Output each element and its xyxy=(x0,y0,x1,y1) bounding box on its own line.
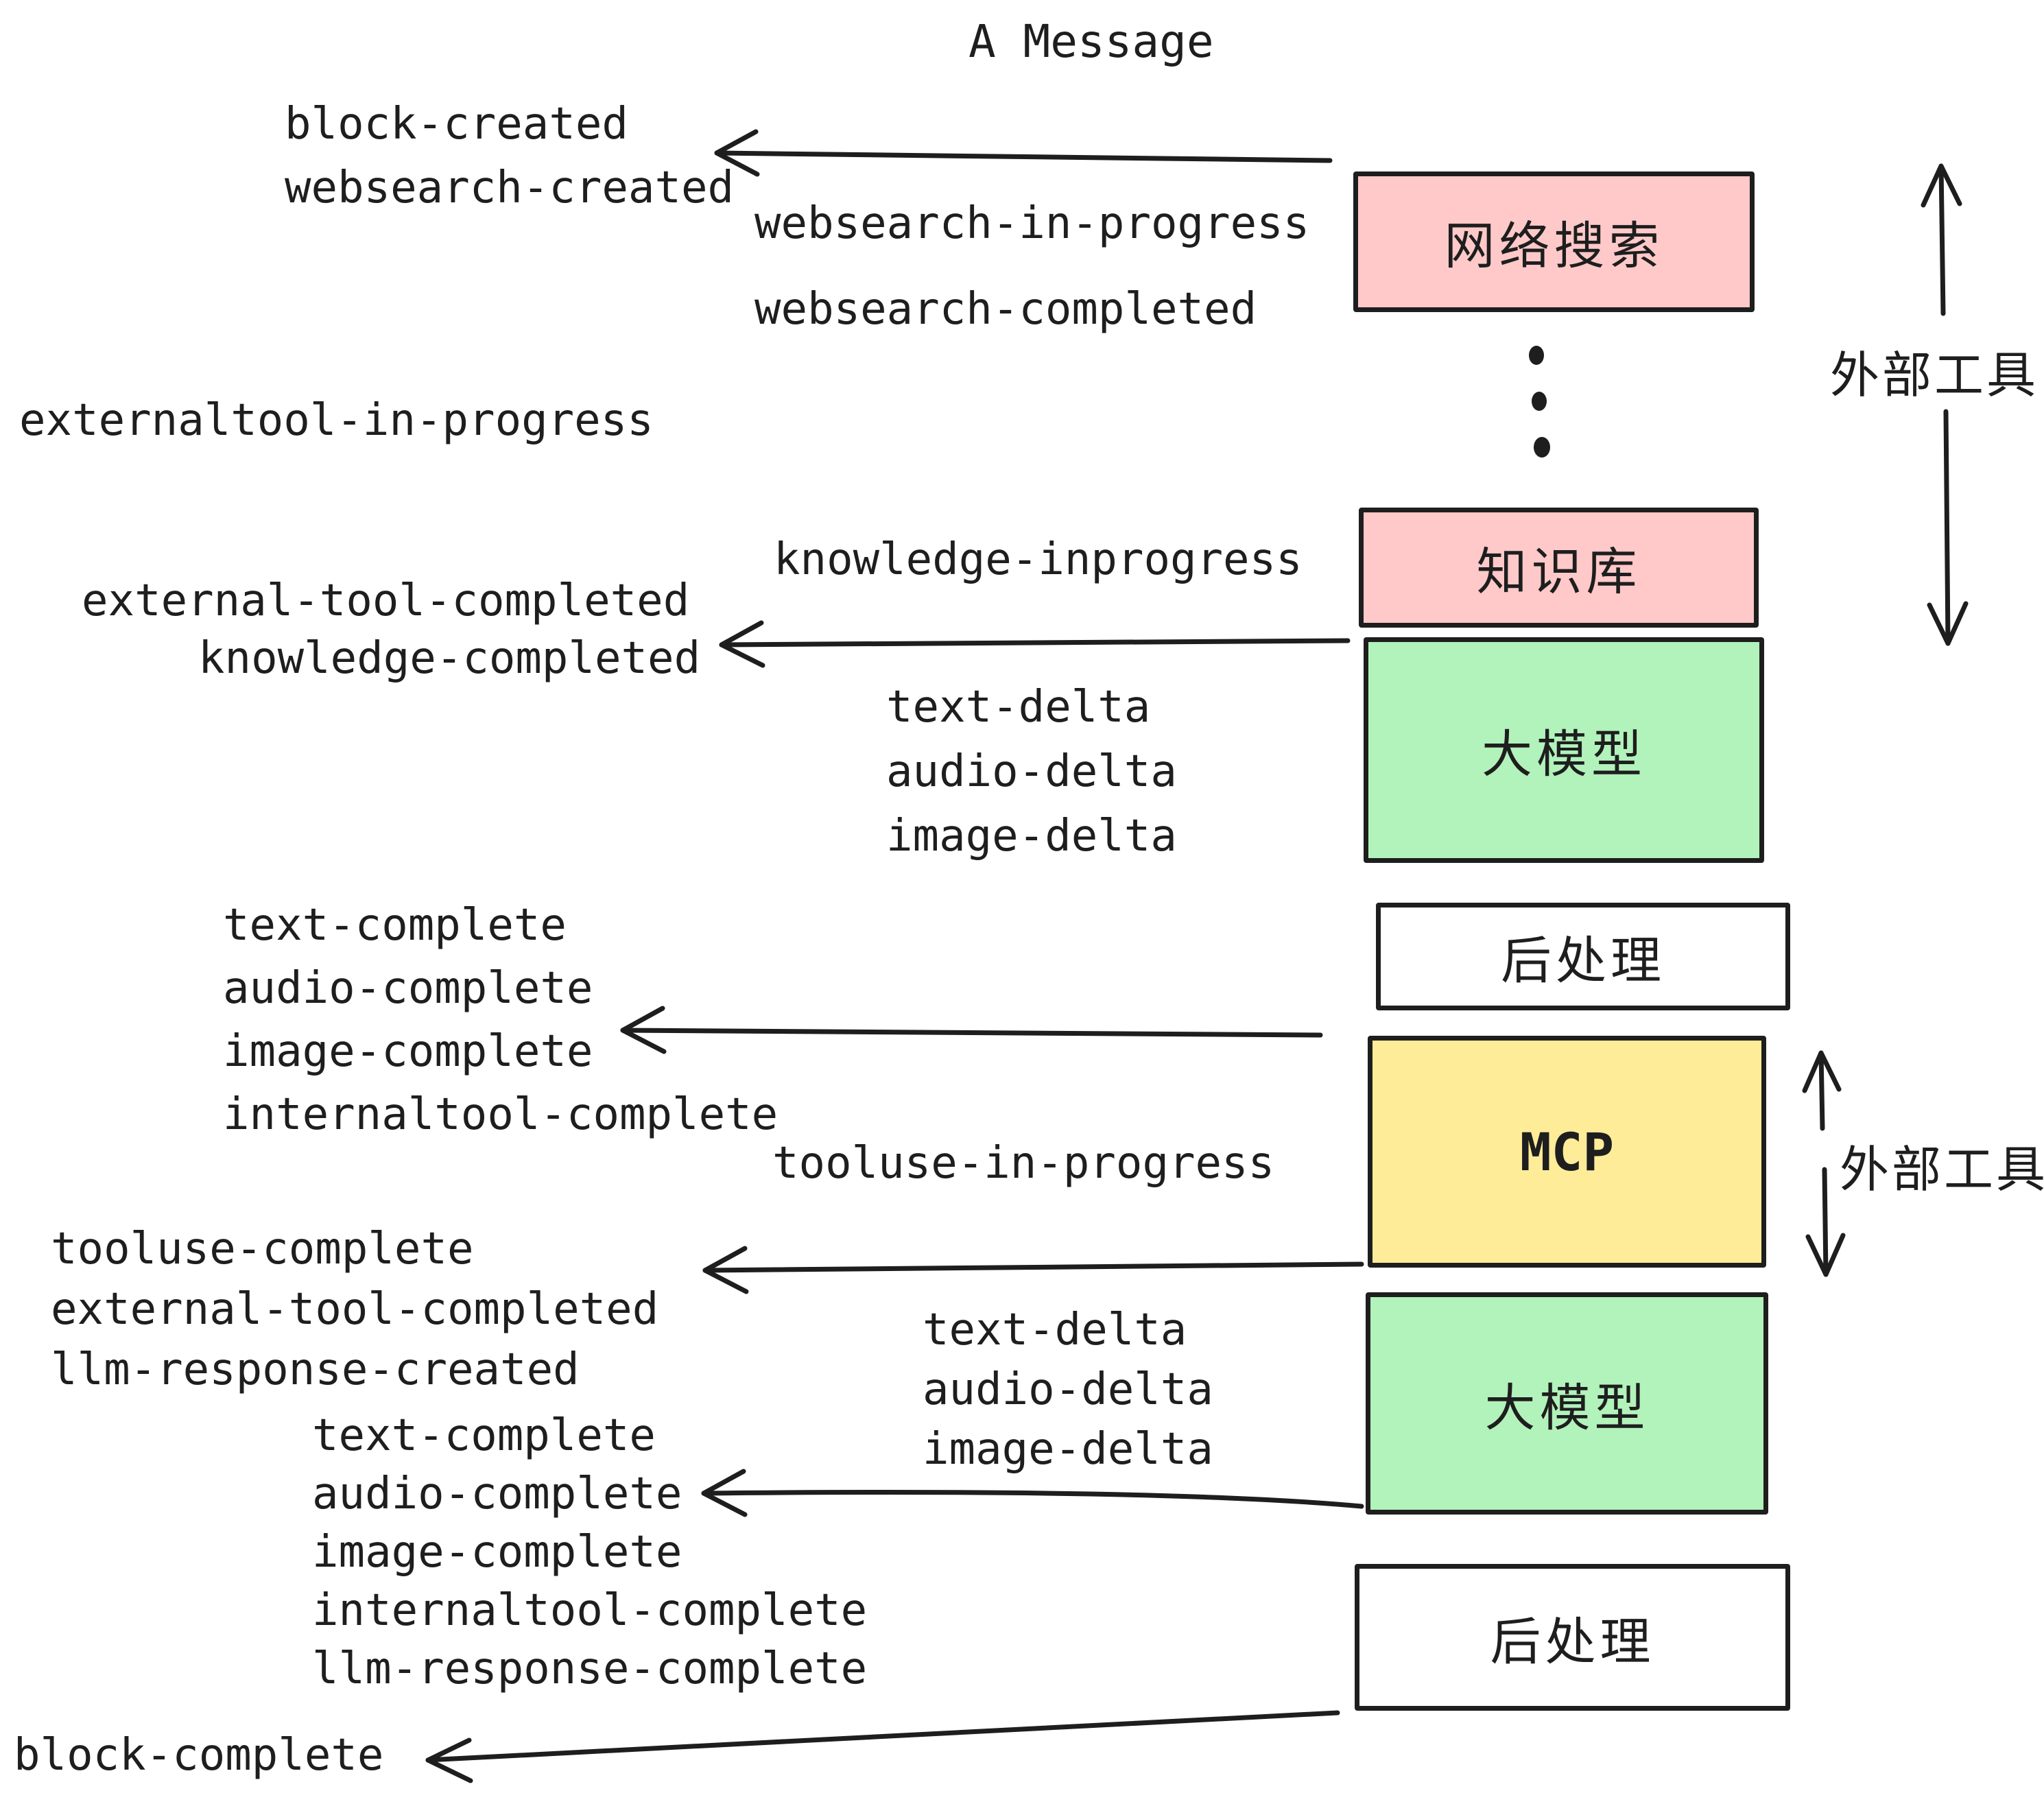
double-arrow-external-tools-top xyxy=(1921,163,1969,646)
event-llm-response-created: llm-response-created xyxy=(51,1344,580,1395)
event-block-created: block-created xyxy=(285,99,628,150)
event-image-complete-2: image-complete xyxy=(312,1527,682,1578)
event-knowledge-inprogress: knowledge-inprogress xyxy=(774,534,1303,585)
event-internaltool-complete-1: internaltool-complete xyxy=(223,1089,779,1140)
event-websearch-in-progress: websearch-in-progress xyxy=(754,198,1310,249)
mcp-box-label: MCP xyxy=(1519,1121,1615,1183)
diagram-title: A Message xyxy=(968,15,1214,68)
external-tools-label-bottom: 外部工具 xyxy=(1840,1143,2044,1198)
event-external-tool-completed-1: external-tool-completed xyxy=(82,575,690,626)
websearch-box: 网络搜索 xyxy=(1353,171,1755,312)
double-arrow-external-tools-bottom xyxy=(1802,1050,1846,1277)
event-text-delta-1: text-delta xyxy=(886,682,1151,733)
event-text-delta-2: text-delta xyxy=(923,1305,1187,1355)
postprocess-box-bottom-label: 后处理 xyxy=(1490,1613,1655,1670)
arrow-llm-complete xyxy=(701,1469,1364,1517)
postprocess-box-top-label: 后处理 xyxy=(1501,932,1665,989)
event-image-delta-2: image-delta xyxy=(923,1424,1213,1475)
llm-box-bottom: 大模型 xyxy=(1366,1292,1768,1515)
event-tooluse-complete: tooluse-complete xyxy=(51,1224,474,1274)
websearch-box-label: 网络搜索 xyxy=(1444,217,1664,274)
external-tools-label-top: 外部工具 xyxy=(1830,348,2039,403)
knowledge-base-box-label: 知识库 xyxy=(1476,543,1641,600)
event-audio-complete-1: audio-complete xyxy=(223,963,593,1014)
event-knowledge-completed: knowledge-completed xyxy=(198,633,701,684)
llm-box-top-label: 大模型 xyxy=(1482,726,1646,783)
event-tooluse-in-progress: tooluse-in-progress xyxy=(772,1138,1275,1189)
llm-box-top: 大模型 xyxy=(1364,637,1764,863)
ellipsis-dots xyxy=(1529,346,1550,458)
event-block-complete: block-complete xyxy=(14,1730,384,1781)
mcp-box: MCP xyxy=(1368,1036,1766,1268)
event-text-complete-2: text-complete xyxy=(312,1410,656,1461)
event-audio-delta-2: audio-delta xyxy=(923,1364,1213,1415)
event-websearch-created: websearch-created xyxy=(285,163,735,213)
arrow-block-created xyxy=(714,129,1333,177)
event-audio-delta-1: audio-delta xyxy=(886,746,1177,797)
arrow-internal-complete xyxy=(620,1006,1323,1054)
knowledge-base-box: 知识库 xyxy=(1359,508,1759,628)
event-external-tool-completed-2: external-tool-completed xyxy=(51,1284,659,1335)
event-internaltool-complete-2: internaltool-complete xyxy=(312,1585,868,1636)
event-llm-response-complete: llm-response-complete xyxy=(312,1643,868,1694)
arrow-tooluse-complete xyxy=(702,1246,1364,1294)
event-image-complete-1: image-complete xyxy=(223,1026,593,1077)
arrow-block-complete xyxy=(425,1710,1340,1783)
event-text-complete-1: text-complete xyxy=(223,900,567,951)
event-websearch-completed: websearch-completed xyxy=(754,284,1257,335)
event-image-delta-1: image-delta xyxy=(886,811,1177,862)
event-externaltool-in-progress: externaltool-in-progress xyxy=(19,395,654,446)
llm-box-bottom-label: 大模型 xyxy=(1484,1379,1650,1436)
postprocess-box-top: 后处理 xyxy=(1376,903,1790,1010)
arrow-knowledge-completed xyxy=(719,620,1351,668)
event-audio-complete-2: audio-complete xyxy=(312,1469,682,1519)
postprocess-box-bottom: 后处理 xyxy=(1355,1564,1790,1711)
